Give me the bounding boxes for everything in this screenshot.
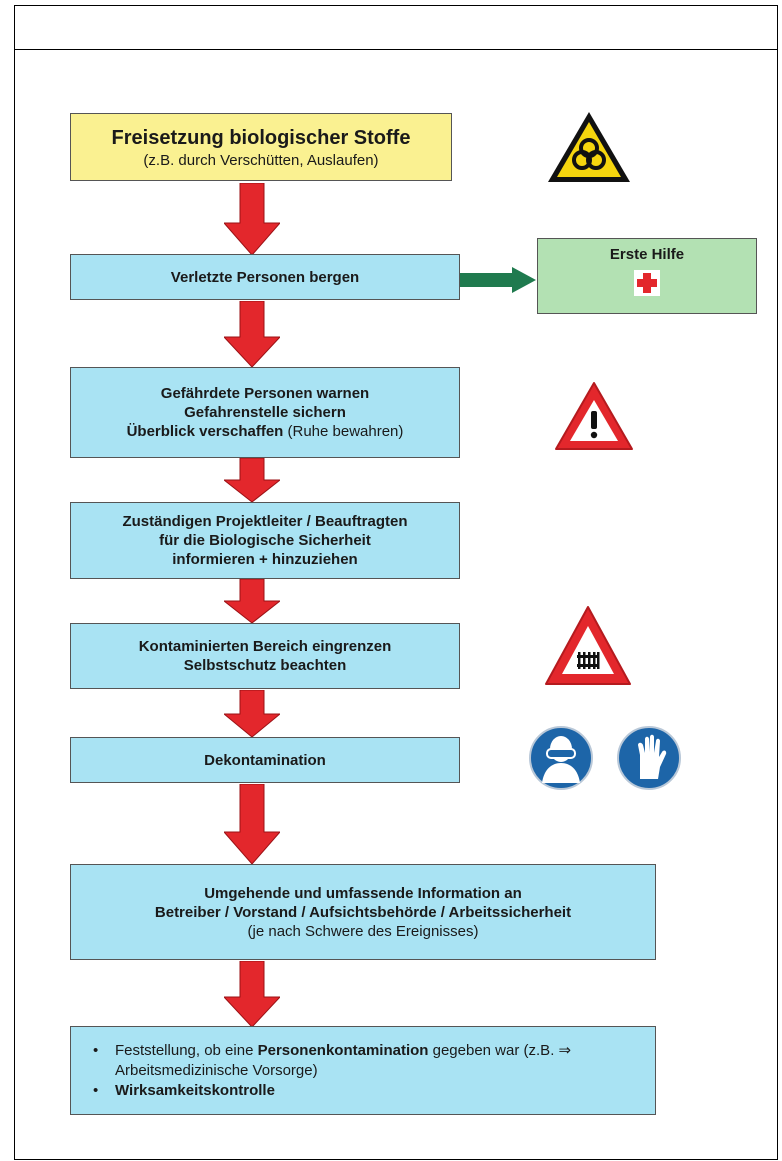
inform-all-box: Umgehende und umfassende Information an … (70, 864, 656, 960)
inform-all-line-1: Umgehende und umfassende Information an (204, 884, 522, 902)
warn-line-3: Überblick verschaffen (Ruhe bewahren) (127, 422, 404, 441)
biohazard-icon (548, 112, 630, 182)
first-aid-box: Erste Hilfe (537, 238, 757, 314)
followup-list: Feststellung, ob eine Personenkontaminat… (71, 1041, 655, 1101)
contain-line-1: Kontaminierten Bereich eingrenzen (138, 638, 392, 655)
warn-line-2: Gefahrenstelle sichern (184, 404, 346, 421)
eye-protection-icon (529, 726, 593, 790)
first-aid-cross-icon (634, 270, 660, 296)
header-bar (14, 5, 778, 50)
release-box: Freisetzung biologischer Stoffe (z.B. du… (70, 113, 452, 181)
first-aid-label: Erste Hilfe (609, 246, 685, 263)
page-frame (14, 5, 778, 1160)
barrier-warning-icon (545, 606, 631, 685)
inform-lead-line-1: Zuständigen Projektleiter / Beauftragten (122, 513, 408, 530)
flow-arrow-7 (224, 961, 280, 1027)
contain-line-2: Selbstschutz beachten (183, 657, 347, 674)
rescue-label: Verletzte Personen bergen (170, 268, 360, 286)
first-aid-arrow (460, 267, 536, 293)
flow-arrow-4 (224, 579, 280, 623)
decon-label: Dekontamination (204, 751, 326, 769)
inform-lead-box: Zuständigen Projektleiter / Beauftragten… (70, 502, 460, 579)
followup-item-1-bold: Personenkontamination (257, 1041, 429, 1059)
hand-protection-icon (617, 726, 681, 790)
inform-all-line-3: (je nach Schwere des Ereignisses) (247, 922, 479, 940)
warn-line-3-bold: Überblick verschaffen (126, 423, 284, 440)
flow-arrow-1 (224, 183, 280, 255)
release-subtitle: (z.B. durch Verschütten, Auslaufen) (143, 151, 379, 169)
followup-item-1: Feststellung, ob eine Personenkontaminat… (93, 1041, 655, 1081)
followup-item-2: Wirksamkeitskontrolle (93, 1081, 655, 1101)
flow-arrow-2 (224, 301, 280, 367)
flow-arrow-5 (224, 690, 280, 737)
inform-lead-line-2: für die Biologische Sicherheit (159, 532, 371, 549)
warn-box: Gefährdete Personen warnen Gefahrenstell… (70, 367, 460, 458)
inform-lead-line-3: informieren + hinzuziehen (172, 551, 358, 568)
release-title: Freisetzung biologischer Stoffe (111, 126, 411, 149)
contain-box: Kontaminierten Bereich eingrenzen Selbst… (70, 623, 460, 689)
decon-box: Dekontamination (70, 737, 460, 783)
flow-arrow-3 (224, 458, 280, 502)
warn-line-1: Gefährdete Personen warnen (160, 385, 370, 402)
general-warning-icon (555, 382, 633, 450)
warn-line-3-note: (Ruhe bewahren) (283, 423, 404, 440)
rescue-box: Verletzte Personen bergen (70, 254, 460, 300)
inform-all-line-2: Betreiber / Vorstand / Aufsichtsbehörde … (154, 903, 572, 921)
flow-arrow-6 (224, 784, 280, 864)
followup-box: Feststellung, ob eine Personenkontaminat… (70, 1026, 656, 1115)
